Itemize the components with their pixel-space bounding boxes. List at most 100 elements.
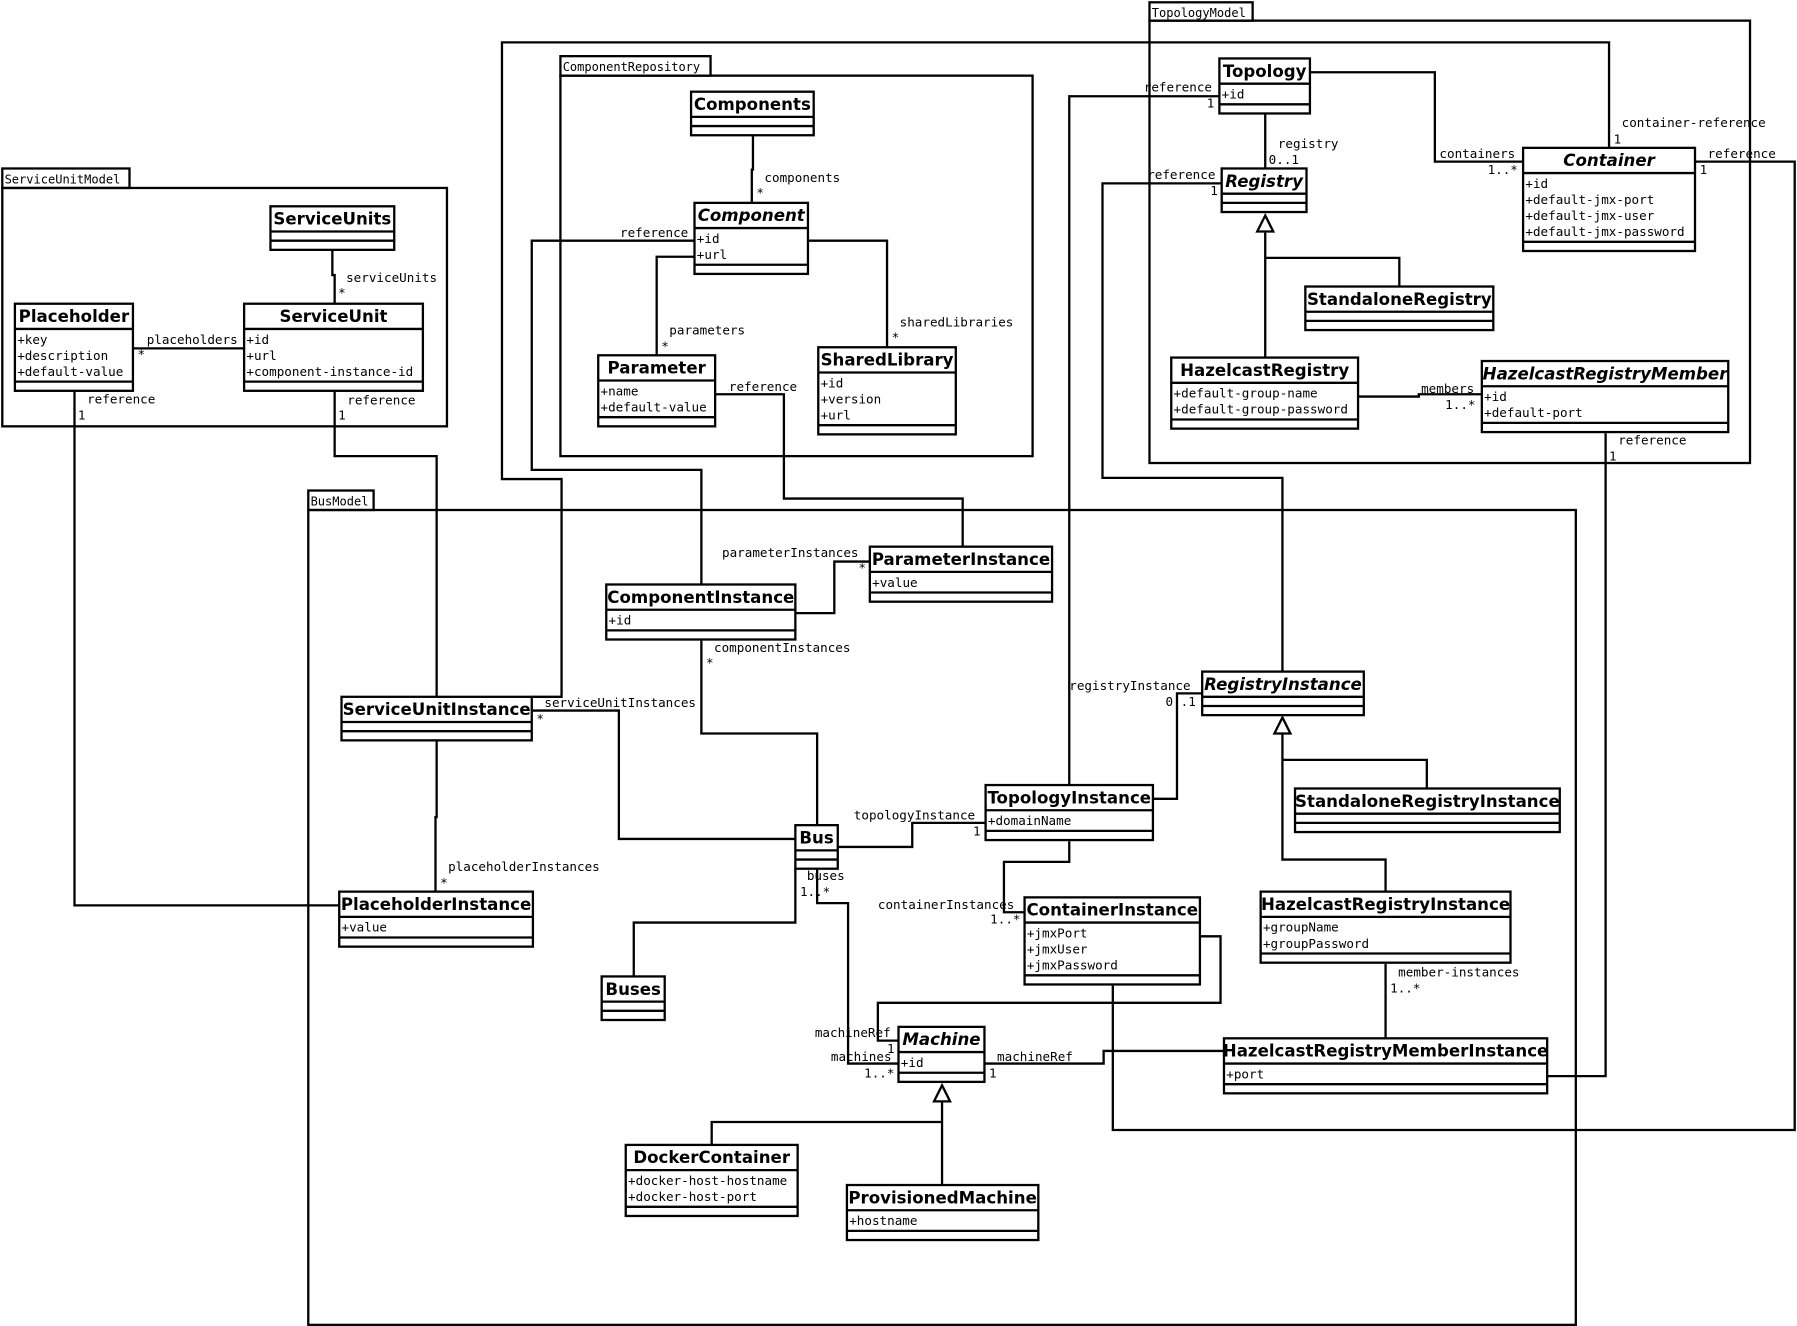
connector-line[interactable] [1152,692,1203,800]
class-box[interactable] [1220,167,1308,214]
class-box[interactable] [689,90,815,137]
class-registry-instance[interactable]: RegistryInstance [1201,670,1365,717]
class-box[interactable] [13,302,135,392]
class-parameter-instance[interactable]: ParameterInstance+value [868,545,1054,603]
class-hazelcast-registry-member-instance[interactable]: HazelcastRegistryMemberInstance+port [1223,1037,1549,1095]
class-name: ServiceUnitInstance [343,700,531,719]
role-label: parameterInstances [722,545,858,560]
class-service-unit[interactable]: ServiceUnit+id+url+component-instance-id [242,302,425,392]
class-box[interactable] [1521,146,1697,253]
connector-line[interactable] [837,821,986,849]
class-docker-container[interactable]: DockerContainer+docker-host-hostname+doc… [624,1143,799,1218]
connector-line[interactable] [815,868,899,1065]
class-box[interactable] [597,354,717,428]
connector-line[interactable] [1068,95,1220,786]
class-box[interactable] [1304,285,1495,332]
class-parameter[interactable]: Parameter+name+default-value [597,354,717,428]
class-box[interactable] [817,346,957,436]
class-attribute: +url [246,348,276,363]
role-label: componentInstances [714,640,850,655]
class-service-unit-instance[interactable]: ServiceUnitInstance [340,695,533,742]
role-label: machineRef [815,1025,891,1040]
connector-line[interactable] [807,239,889,348]
connector-line[interactable] [434,741,438,892]
connector-line[interactable] [876,935,1222,1042]
class-box[interactable] [1259,890,1512,964]
generalization-hazelcast-registry-instance-registry-instance [1272,714,1428,892]
class-box[interactable] [624,1143,799,1218]
package-name: ServiceUnitModel [5,172,121,186]
class-box[interactable] [693,201,810,276]
connector-line[interactable] [531,709,796,841]
connector-line[interactable] [984,1049,1224,1065]
connector-line[interactable] [1281,733,1387,892]
class-shared-library[interactable]: SharedLibrary+id+version+url [817,346,957,436]
class-topology[interactable]: Topology+id [1218,57,1312,115]
connector-line[interactable] [331,249,336,304]
class-attribute: +jmxPort [1027,925,1088,940]
class-buses[interactable]: Buses [600,975,666,1022]
class-topology-instance[interactable]: TopologyInstance+domainName [984,783,1155,842]
connector-line[interactable] [333,391,438,697]
package-service-unit-model: ServiceUnitModel [1,167,449,428]
class-box[interactable] [1201,670,1365,717]
class-hazelcast-registry-member[interactable]: HazelcastRegistryMember+id+default-port [1480,359,1730,434]
class-box[interactable] [1170,356,1360,430]
class-box[interactable] [269,205,396,251]
connector-line[interactable] [530,239,703,585]
class-hazelcast-registry[interactable]: HazelcastRegistry+default-group-name+def… [1170,356,1360,430]
class-standalone-registry[interactable]: StandaloneRegistry [1304,285,1495,332]
multiplicity-label: 1 [1609,449,1617,464]
class-component[interactable]: Component+id+url [693,201,810,276]
connector-line[interactable] [710,1120,943,1145]
connector-line[interactable] [750,135,755,203]
connector-line[interactable] [700,640,819,826]
class-box[interactable] [600,975,666,1022]
class-provisioned-machine[interactable]: ProvisionedMachine+hostname [845,1183,1040,1242]
class-placeholder[interactable]: Placeholder+key+description+default-valu… [13,302,135,392]
class-attribute: +jmxPassword [1027,958,1118,973]
class-box[interactable] [794,824,839,870]
class-box[interactable] [1293,787,1561,834]
connector-line[interactable] [655,255,695,356]
class-registry[interactable]: Registry [1220,167,1308,214]
class-hazelcast-registry-instance[interactable]: HazelcastRegistryInstance+groupName+grou… [1259,890,1512,964]
class-container[interactable]: Container+id+default-jmx-port+default-jm… [1521,146,1697,253]
class-attribute: +id [1484,389,1507,404]
class-box[interactable] [242,302,425,392]
class-box[interactable] [1480,359,1730,434]
connector-line[interactable] [715,393,964,547]
connector-line[interactable] [1265,256,1401,287]
connector-line[interactable] [632,868,797,977]
class-components[interactable]: Components [689,90,815,137]
class-standalone-registry-instance[interactable]: StandaloneRegistryInstance [1293,787,1561,834]
class-bus[interactable]: Bus [794,824,839,870]
connector-line[interactable] [1002,841,1071,914]
connector-line[interactable] [1358,393,1482,398]
connector-line[interactable] [500,41,1611,698]
connector-line[interactable] [795,560,870,615]
connector-line[interactable] [73,391,340,907]
role-label: reference [620,225,688,240]
connector-line[interactable] [1547,433,1607,1078]
class-name: HazelcastRegistryMember [1483,364,1730,383]
class-service-units[interactable]: ServiceUnits [269,205,396,251]
multiplicity-label: 1..* [800,884,830,899]
connector-line[interactable] [1282,758,1428,789]
class-container-instance[interactable]: ContainerInstance+jmxPort+jmxUser+jmxPas… [1023,896,1202,986]
class-box[interactable] [1023,896,1202,986]
connector-line[interactable] [1101,182,1284,672]
connector-line[interactable] [1111,160,1796,1132]
connector-line[interactable] [1309,71,1524,163]
class-name: RegistryInstance [1204,675,1362,694]
multiplicity-label: 1..* [864,1065,894,1080]
class-box[interactable] [340,695,533,742]
class-component-instance[interactable]: ComponentInstance+id [605,583,797,641]
class-placeholder-instance[interactable]: PlaceholderInstance+value [338,890,535,948]
class-machine[interactable]: Machine+id [897,1025,986,1084]
